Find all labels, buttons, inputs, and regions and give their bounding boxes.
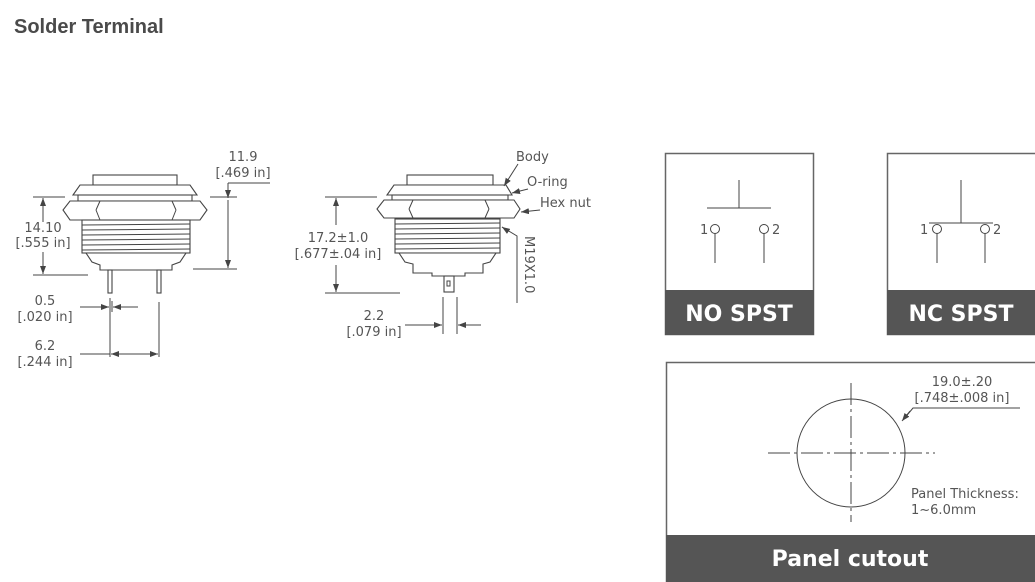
nc-pin2: 2: [993, 223, 1001, 238]
pin-width-dim-in: [.020 in]: [17, 310, 72, 325]
panel-thickness-value: 1~6.0mm: [911, 503, 976, 518]
no-spst-panel: NO SPST 1 2: [664, 152, 815, 336]
diameter-in: [.748±.008 in]: [915, 391, 1010, 406]
pin-spacing-dim-mm: 6.2: [35, 339, 56, 354]
panel-thickness-label: Panel Thickness:: [911, 487, 1019, 502]
side-view-dimensions: 14.10 [.555 in] 11.9 [.469 in] 0.5 [.020…: [15, 150, 270, 370]
panel-cutout-panel: Panel cutout 19.0±.20 [.748±.008 in] Pan…: [665, 361, 1035, 582]
overall-dim-mm: 11.9: [229, 150, 258, 165]
label-body: Body: [516, 150, 549, 165]
pin-spacing-dim-in: [.244 in]: [17, 355, 72, 370]
front-height-dim-in: [.677±.04 in]: [295, 247, 382, 262]
no-pin2: 2: [772, 223, 780, 238]
front-height-dim-mm: 17.2±1.0: [308, 231, 369, 246]
front-view-switch: [376, 174, 521, 293]
front-view-dimensions: 17.2±1.0 [.677±.04 in] 2.2 [.079 in] Bod…: [295, 150, 591, 340]
thread-lines: [81, 223, 191, 251]
no-pin1: 1: [700, 223, 708, 238]
label-hex-nut: Hex nut: [540, 196, 591, 211]
nc-pin1: 1: [920, 223, 928, 238]
overall-dim-in: [.469 in]: [215, 166, 270, 181]
nc-spst-label: NC SPST: [908, 302, 1013, 327]
no-spst-label: NO SPST: [685, 302, 793, 327]
nc-spst-panel: NC SPST 1 2: [886, 152, 1035, 336]
label-thread: M19X1.0: [521, 236, 536, 293]
page-title: Solder Terminal: [14, 16, 164, 38]
panel-cutout-label: Panel cutout: [772, 547, 929, 572]
thread-lines: [394, 222, 501, 250]
diameter-mm: 19.0±.20: [932, 375, 993, 390]
front-pin-dim-mm: 2.2: [364, 309, 385, 324]
pin-width-dim-mm: 0.5: [35, 294, 56, 309]
side-view-switch: [62, 174, 208, 294]
height-dim-mm: 14.10: [24, 221, 61, 236]
front-pin-dim-in: [.079 in]: [346, 325, 401, 340]
label-oring: O-ring: [527, 175, 568, 190]
height-dim-in: [.555 in]: [15, 236, 70, 251]
